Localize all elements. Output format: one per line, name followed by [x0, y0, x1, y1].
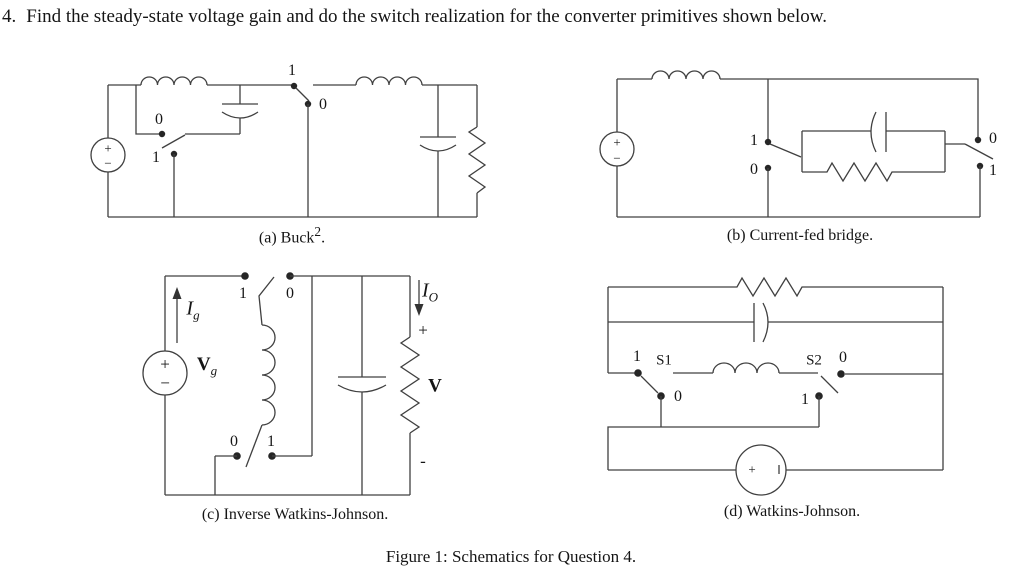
capacitor-symbol — [870, 111, 887, 153]
problem-text: Find the steady-state voltage gain and d… — [26, 6, 828, 27]
inductor-symbol — [140, 76, 208, 86]
switch-contact-dot — [764, 138, 772, 146]
problem-number: 4. — [2, 6, 17, 27]
switch-blade — [245, 424, 263, 468]
resistor-symbol — [802, 161, 945, 183]
inductor-symbol — [651, 70, 721, 80]
ig-sub: g — [193, 307, 200, 323]
caption-a-text: (a) Buck — [258, 229, 315, 247]
capacitor-symbol — [221, 85, 259, 134]
switch-contact-dot — [837, 370, 845, 378]
output-plus-label: + — [418, 320, 428, 340]
sw1-throw0-label: 0 — [750, 161, 758, 178]
sw2-throw0-label: 0 — [989, 130, 997, 147]
caption-a: (a) Buck2. — [82, 224, 502, 247]
arrowhead-down-icon — [414, 304, 424, 316]
sw1-throw1-label: 1 — [152, 149, 160, 166]
s1-throw1-label: 1 — [633, 348, 641, 365]
sw-bottom-throw0-label: 0 — [230, 433, 238, 450]
input-voltage-label: Vg — [197, 355, 217, 377]
problem-statement: 4. Find the steady-state voltage gain and… — [2, 6, 827, 28]
switch-contact-dot — [290, 82, 298, 90]
caption-d: (d) Watkins-Johnson. — [723, 503, 861, 520]
source-minus-label: − — [104, 155, 112, 171]
caption-a-sup: 2 — [314, 224, 322, 239]
s2-throw0-label: 0 — [839, 349, 847, 366]
switch-blade — [161, 134, 186, 149]
vg-base: V — [196, 354, 211, 375]
sw1-throw0-label: 0 — [155, 111, 163, 128]
capacitor-symbol — [337, 276, 387, 495]
switch-blade — [964, 143, 994, 160]
wire — [720, 78, 979, 139]
s2-throw1-label: 1 — [801, 391, 809, 408]
io-base: I — [421, 279, 429, 302]
sw2-throw0-label: 0 — [319, 96, 327, 113]
source-plus-label: + — [160, 354, 170, 374]
io-sub: O — [428, 289, 439, 305]
circuit-d — [607, 276, 944, 496]
resistor-symbol — [608, 276, 943, 298]
s1-name-label: S1 — [656, 352, 672, 369]
caption-c: (c) Inverse Watkins-Johnson. — [201, 506, 389, 523]
switch-blade — [640, 375, 659, 394]
circuit-b — [599, 70, 994, 218]
switch-contact-dot — [974, 136, 982, 144]
inductor-symbol — [261, 324, 276, 426]
switch-blade — [769, 143, 802, 158]
source-plus-label: + — [613, 134, 621, 150]
figure-caption: Figure 1: Schematics for Question 4. — [385, 547, 637, 566]
resistor-symbol — [467, 126, 487, 194]
arrowhead-up-icon — [172, 287, 182, 299]
wire — [214, 455, 237, 495]
sw-top-throw1-label: 1 — [239, 285, 247, 302]
switch-contact-dot — [158, 130, 166, 138]
switch-blade — [258, 276, 275, 326]
sw2-throw1-label: 1 — [288, 62, 296, 79]
inductor-symbol — [355, 76, 423, 86]
source-plus-label: + — [748, 461, 756, 477]
ig-base: I — [186, 297, 194, 320]
switch-blade — [820, 375, 839, 394]
output-voltage-label: V — [428, 375, 442, 397]
switch-blade — [295, 87, 310, 102]
switch-contact-dot — [241, 272, 249, 280]
output-minus-label: - — [420, 451, 426, 471]
wire — [801, 131, 946, 172]
circuit-a — [90, 76, 487, 218]
vg-sub: g — [210, 363, 218, 378]
resistor-symbol — [399, 336, 421, 434]
caption-a-period: . — [321, 229, 326, 247]
source-minus-label: − — [160, 373, 170, 393]
inductor-symbol — [712, 362, 780, 374]
output-current-label: IO — [422, 281, 438, 304]
switch-contact-dot — [634, 369, 642, 377]
s1-throw0-label: 0 — [674, 388, 682, 405]
s2-name-label: S2 — [806, 352, 822, 369]
wire — [607, 426, 819, 470]
caption-b: (b) Current-fed bridge. — [726, 227, 874, 244]
capacitor-symbol — [753, 302, 769, 343]
sw1-throw1-label: 1 — [750, 132, 758, 149]
sw-top-throw0-label: 0 — [286, 285, 294, 302]
input-current-label: Ig — [186, 299, 199, 322]
wire — [135, 85, 162, 135]
circuit-c — [142, 272, 424, 496]
source-minus-label: − — [613, 150, 621, 166]
source-plus-label: + — [104, 140, 112, 156]
capacitor-symbol — [419, 85, 457, 217]
sw2-throw1-label: 1 — [989, 162, 997, 179]
sw-bottom-throw1-label: 1 — [267, 433, 275, 450]
